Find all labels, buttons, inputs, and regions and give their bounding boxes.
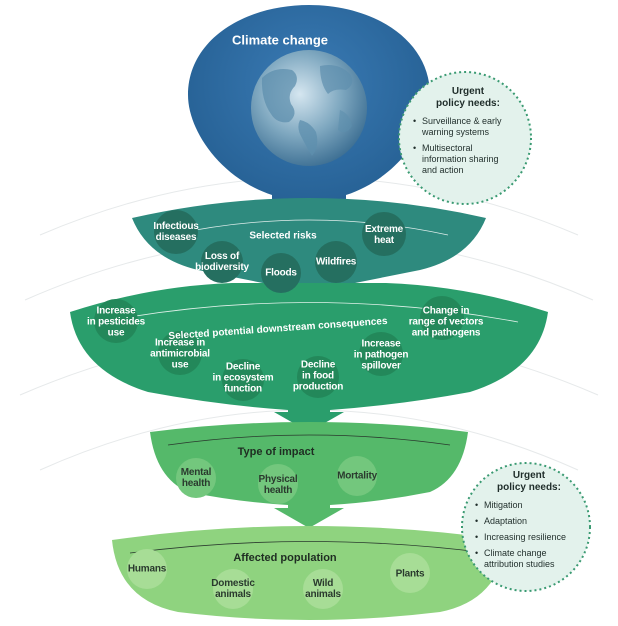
risk-label-floods: Floods — [265, 267, 297, 279]
pop-label-plants: Plants — [395, 568, 425, 580]
impact-band — [150, 422, 468, 528]
risks-title-line — [169, 219, 449, 236]
diagram-title: Climate change — [231, 32, 329, 48]
risk-label-extreme-heat: Extreme heat — [364, 224, 404, 246]
pop-label-humans: Humans — [127, 563, 167, 575]
impact-circle-mortality — [337, 456, 377, 496]
cons-label-antimicrobial: Increase in antimicrobial use — [150, 337, 210, 371]
policy-bottom-item: Increasing resilience — [475, 532, 584, 543]
policy-top-item: Surveillance & early warning systems — [413, 116, 524, 138]
population-title: Affected population — [233, 552, 337, 564]
policy-box-top: Urgent policy needs: Surveillance & earl… — [412, 86, 524, 181]
cons-circle-vectors — [420, 296, 464, 340]
pop-circle-plants — [390, 553, 430, 593]
cons-label-spillover: Increase in pathogen spillover — [353, 338, 409, 372]
impact-title-line — [167, 434, 451, 446]
pop-label-wild: Wild animals — [305, 578, 341, 600]
pop-label-domestic: Domestic animals — [211, 578, 255, 600]
impact-label-mental: Mental health — [180, 467, 212, 489]
risks-title: Selected risks — [249, 230, 317, 242]
risk-circle-loss-of-biodiversity — [201, 241, 243, 283]
impact-circle-physical — [258, 464, 298, 504]
policy-bottom-item: Adaptation — [475, 516, 584, 527]
impact-label-physical: Physical health — [258, 474, 298, 496]
cons-circle-ecosystem — [222, 359, 264, 401]
risk-label-infectious-diseases: Infectious diseases — [153, 221, 199, 243]
cons-circle-pesticides — [94, 299, 138, 343]
impact-circle-mental — [176, 458, 216, 498]
policy-top-list: Surveillance & early warning systems Mul… — [412, 116, 524, 176]
globe-icon — [251, 50, 367, 166]
cons-circle-food — [297, 356, 339, 398]
cons-label-vectors: Change in range of vectors and pathogens — [408, 305, 484, 339]
risk-circle-floods — [261, 253, 301, 293]
pop-circle-domestic — [213, 569, 253, 609]
cons-circle-antimicrobial — [158, 331, 202, 375]
impact-title: Type of impact — [237, 446, 315, 458]
policy-bottom-list: Mitigation Adaptation Increasing resilie… — [474, 500, 584, 570]
impact-label-mortality: Mortality — [337, 470, 377, 482]
risk-label-loss-of-biodiversity: Loss of biodiversity — [195, 251, 249, 273]
policy-bottom-item: Climate change attribution studies — [475, 548, 584, 570]
risk-circle-wildfires — [315, 241, 357, 283]
risk-label-wildfires: Wildfires — [315, 256, 357, 268]
policy-top-item: Multisectoral information sharing and ac… — [413, 143, 524, 176]
cons-label-pesticides: Increase in pesticides use — [87, 305, 145, 339]
cons-label-food: Decline in food production — [292, 359, 344, 393]
policy-box-bottom: Urgent policy needs: Mitigation Adaptati… — [474, 470, 584, 575]
pop-circle-wild — [303, 569, 343, 609]
pop-circle-humans — [127, 549, 167, 589]
cons-label-ecosystem: Decline in ecosystem function — [212, 361, 274, 395]
population-title-line — [129, 541, 489, 554]
population-band — [112, 526, 506, 620]
risk-circle-extreme-heat — [362, 212, 406, 256]
cons-circle-spillover — [359, 332, 403, 376]
policy-bottom-item: Mitigation — [475, 500, 584, 511]
policy-bottom-heading: Urgent policy needs: — [497, 470, 561, 493]
policy-top-heading: Urgent policy needs: — [436, 86, 500, 109]
risk-circle-infectious-diseases — [154, 210, 198, 254]
